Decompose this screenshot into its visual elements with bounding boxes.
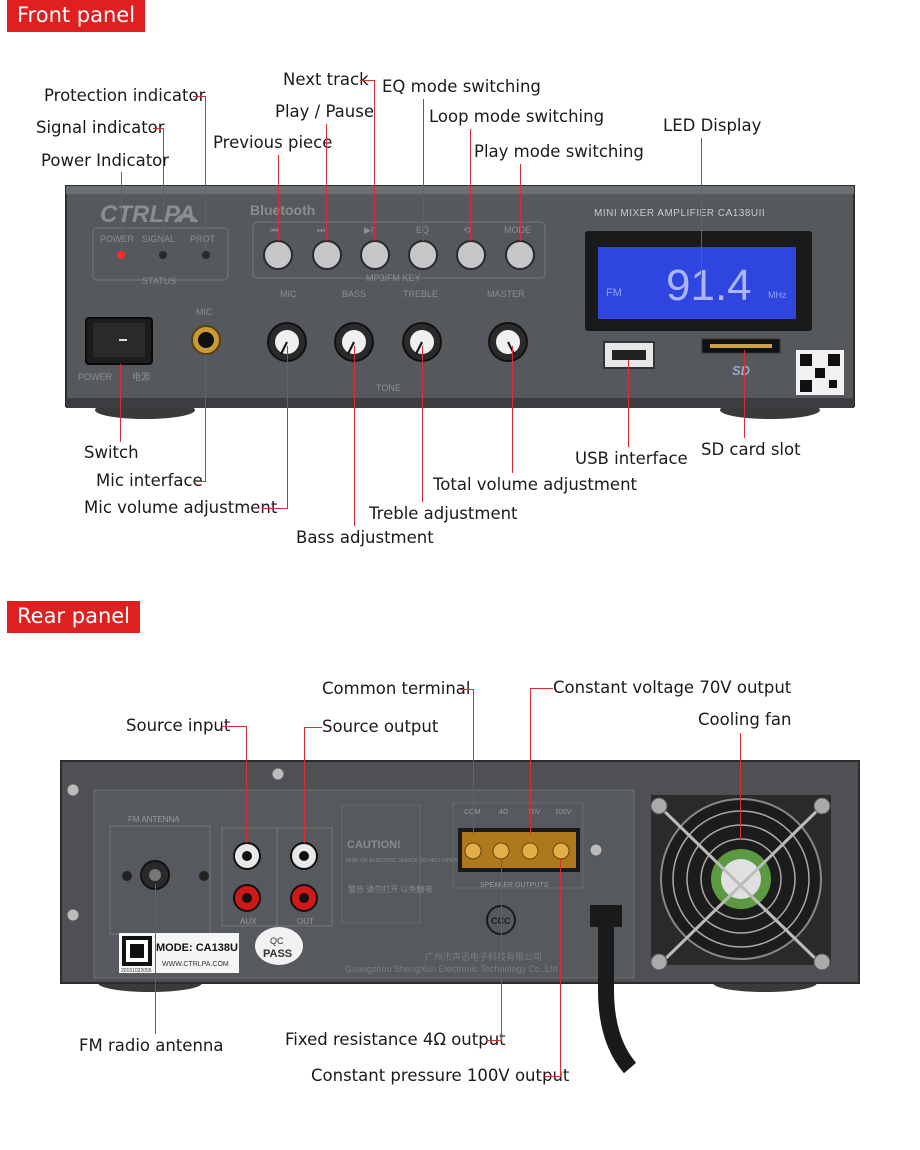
status-label-signal: SIGNAL — [142, 234, 175, 244]
callout-total-volume: Total volume adjustment — [433, 475, 637, 494]
loop-button — [456, 240, 486, 270]
serial-label: 20151022055 — [121, 968, 152, 974]
play-pause-button — [360, 240, 390, 270]
terminal-label-com: COM — [464, 809, 481, 816]
callout-mic-volume: Mic volume adjustment — [84, 498, 278, 517]
status-label-power: POWER — [100, 234, 135, 244]
website-label: WWW.CTRLPA.COM — [162, 961, 229, 968]
aux-caption: AUX — [240, 917, 257, 926]
callout-led-display: LED Display — [663, 116, 762, 135]
callout-treble: Treble adjustment — [369, 504, 518, 523]
callout-sd-card: SD card slot — [701, 440, 801, 459]
qc-pass-sticker — [255, 927, 303, 965]
key-label-prev: ⏮ — [270, 225, 278, 235]
callout-cooling-fan: Cooling fan — [698, 710, 792, 729]
callout-play-pause: Play / Pause — [275, 102, 374, 121]
status-caption: STATUS — [142, 276, 176, 286]
power-caption: POWER — [78, 372, 113, 382]
terminal-label-4ohm: 4Ω — [499, 809, 508, 816]
callout-common-terminal: Common terminal — [322, 679, 471, 698]
rear-panel-tag: Rear panel — [7, 601, 141, 633]
key-label-eq: EQ — [416, 225, 429, 235]
callout-previous-piece: Previous piece — [213, 133, 333, 152]
lcd-band: FM — [606, 287, 622, 299]
callout-usb: USB interface — [575, 449, 688, 468]
key-label-loop: ⟲ — [463, 225, 471, 235]
terminal-label-70v: 70V — [528, 809, 541, 816]
callout-power-indicator: Power Indicator — [41, 151, 170, 170]
callout-fm-antenna: FM radio antenna — [79, 1036, 224, 1055]
qc-label: QC — [270, 936, 284, 946]
company-en: Guangzhou ShengXun Electronic Technology… — [345, 964, 557, 974]
caution-cn: 警告 请勿打开 以免触电 — [348, 884, 432, 894]
power-caption-cn: 电源 — [132, 371, 150, 382]
lcd-unit: MHz — [768, 290, 787, 300]
callout-bass: Bass adjustment — [296, 528, 434, 547]
callout-source-input: Source input — [126, 716, 231, 735]
callout-eq-mode: EQ mode switching — [382, 77, 541, 96]
callout-protection-indicator: Protection indicator — [44, 86, 206, 105]
callout-next-track: Next track — [283, 70, 369, 89]
power-cable — [598, 910, 637, 1074]
prev-button — [263, 240, 293, 270]
callout-loop-mode: Loop mode switching — [429, 107, 605, 126]
terminal-caption: SPEAKER OUTPUTS — [480, 882, 549, 889]
callout-fixed-resistance-4ohm: Fixed resistance 4Ω output — [285, 1030, 506, 1049]
prot-led — [202, 251, 210, 259]
mode-button — [505, 240, 535, 270]
key-label-mode: MODE — [504, 225, 531, 235]
pass-label: PASS — [263, 948, 292, 960]
knobs — [267, 322, 528, 362]
callout-mic-interface: Mic interface — [96, 471, 203, 490]
model-title: MINI MIXER AMPLIFIER CA138UII — [594, 208, 765, 219]
lcd-screen — [598, 247, 796, 319]
caution-title: CAUTION! — [347, 839, 401, 851]
terminal-label-100v: 100V — [555, 809, 572, 816]
callout-play-mode: Play mode switching — [474, 142, 644, 161]
status-label-prot: PROT — [190, 234, 216, 244]
next-button — [312, 240, 342, 270]
signal-led — [159, 251, 167, 259]
lcd-frequency: 91.4 — [666, 261, 752, 310]
knob-label-treble: TREBLE — [403, 289, 438, 299]
model-label: MODE: CA138U — [156, 942, 238, 954]
fm-antenna-caption: FM ANTENNA — [128, 815, 180, 824]
power-led — [117, 251, 125, 259]
front-panel-tag: Front panel — [7, 0, 146, 32]
callout-constant-pressure-100v: Constant pressure 100V output — [311, 1066, 570, 1085]
brand-logo: CTRLPA — [100, 201, 196, 228]
callout-constant-voltage-70v: Constant voltage 70V output — [553, 678, 792, 697]
tone-caption: TONE — [376, 383, 401, 393]
key-label-play: ▶II — [364, 225, 376, 235]
knob-label-bass: BASS — [342, 289, 366, 299]
bluetooth-logo: Bluetooth — [250, 202, 315, 218]
status-box — [92, 227, 229, 281]
mic-jack-caption: MIC — [196, 307, 213, 317]
callout-source-output: Source output — [322, 717, 439, 736]
callout-switch: Switch — [84, 443, 139, 462]
key-box — [252, 221, 546, 279]
caution-text: RISK OF ELECTRIC SHOCK DO NOT OPEN — [346, 858, 458, 864]
eq-button — [408, 240, 438, 270]
callout-signal-indicator: Signal indicator — [36, 118, 165, 137]
key-label-next: ⏭ — [317, 225, 325, 235]
svg-text:CCC: CCC — [491, 916, 511, 926]
knob-label-mic: MIC — [280, 289, 297, 299]
speaker-terminal-frame — [452, 802, 584, 889]
company-cn: 广州市声迅电子科技有限公司 — [425, 951, 542, 962]
knob-label-master: MASTER — [487, 289, 525, 299]
key-buttons: ⏮ ⏭ ▶II EQ ⟲ MODE — [263, 225, 535, 270]
key-caption: MP3/FM KEY — [366, 273, 421, 283]
caution-panel — [341, 804, 421, 924]
out-caption: OUT — [297, 917, 314, 926]
sd-logo: SD — [732, 363, 751, 378]
